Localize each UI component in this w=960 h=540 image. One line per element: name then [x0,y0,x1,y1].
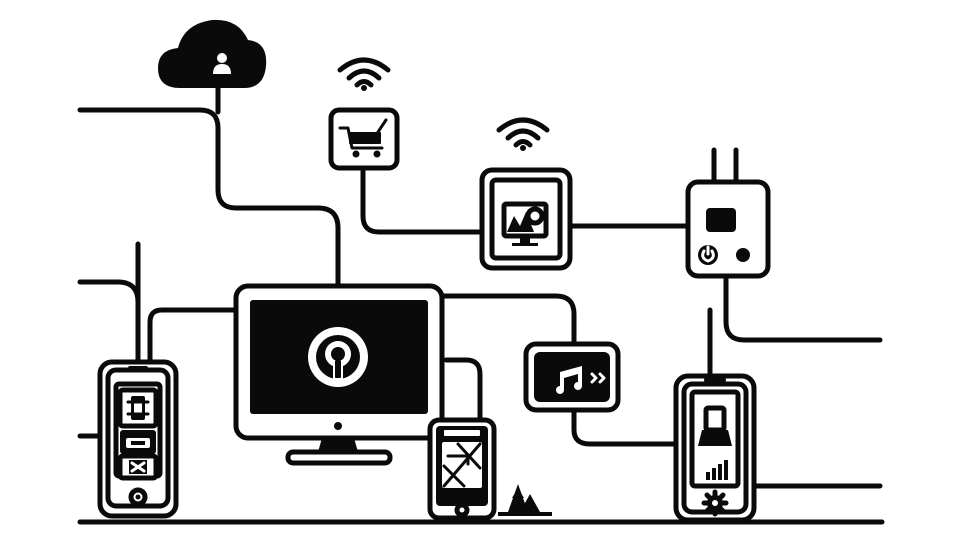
power-hub-device [685,147,771,279]
wire-shop-to-tablet [360,165,485,235]
wifi-icon [496,117,550,151]
signal-bars-icon [706,460,728,480]
shop-device [328,107,400,171]
wire-monitor-to-music [437,293,577,347]
right-phone-device [673,373,757,523]
wire-music-to-right-phone [571,409,679,447]
power-button-icon [698,245,718,265]
music-notes-icon [556,366,606,394]
user-target-icon [308,327,368,387]
wire-phone-to-monitor [147,307,241,369]
shopping-cart-icon [338,118,388,158]
battery-icon [698,405,732,446]
wire-left-phone [77,279,141,369]
map-icon [442,442,482,488]
app-icons [117,387,159,481]
connection-wires [77,85,885,525]
small-phone-device [427,417,497,521]
gear-icon [701,489,729,517]
monitor-device [233,283,445,466]
wire-monitor-to-small-phone [443,357,483,423]
left-phone-device [97,359,179,519]
wire-cloud-to-monitor [77,107,341,288]
wifi-icon [337,57,391,91]
wire-hub-to-right [723,273,883,343]
trees-icon [498,484,552,516]
image-gallery-icon [501,201,549,246]
tablet-device [479,167,573,271]
cloud-user-icon [158,19,267,88]
music-device [523,341,621,413]
